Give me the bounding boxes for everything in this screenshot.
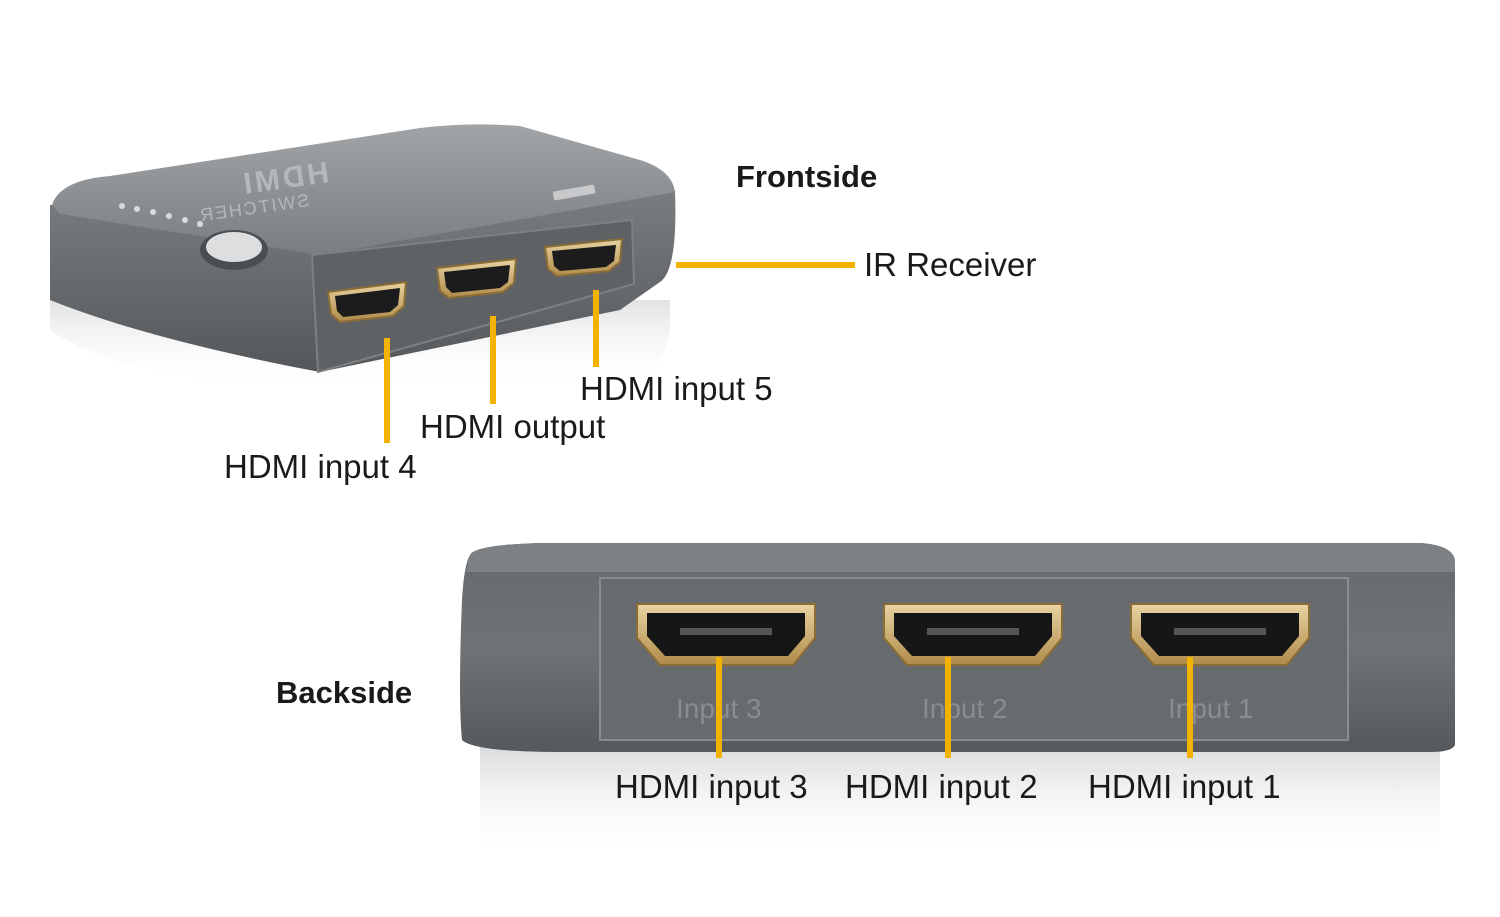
engraving-input-2: Input 2 <box>922 693 1008 724</box>
label-hdmi-input-2: HDMI input 2 <box>845 768 1038 805</box>
label-hdmi-input-1: HDMI input 1 <box>1088 768 1281 805</box>
backside-heading: Backside <box>276 675 412 710</box>
back-hdmi-port-3 <box>636 603 816 666</box>
back-device-reflection <box>480 745 1440 860</box>
back-device: Input 3 Input 2 Input 1 <box>460 543 1455 860</box>
leader-lines <box>384 262 1193 758</box>
back-device-lip <box>466 543 1455 572</box>
front-hdmi-port-4 <box>326 280 408 324</box>
front-device: HDMI SWITCHER <box>50 124 676 390</box>
front-device-top <box>52 124 675 256</box>
brand-plate <box>552 184 596 201</box>
label-hdmi-output: HDMI output <box>420 408 605 445</box>
led-2 <box>134 206 140 212</box>
front-hdmi-port-5 <box>543 237 624 278</box>
led-4 <box>166 213 172 219</box>
back-hdmi-port-1 <box>1130 603 1310 666</box>
led-3 <box>150 209 156 215</box>
select-button <box>200 230 268 270</box>
led-indicators <box>119 203 203 227</box>
front-hdmi-port-output <box>435 257 518 300</box>
back-hdmi-port-2 <box>883 603 1063 666</box>
frontside-heading: Frontside <box>736 159 877 194</box>
label-hdmi-input-4: HDMI input 4 <box>224 448 417 485</box>
led-1 <box>119 203 125 209</box>
led-5 <box>182 217 188 223</box>
engraving-input-1: Input 1 <box>1168 693 1254 724</box>
label-ir-receiver: IR Receiver <box>864 246 1036 283</box>
led-6 <box>197 221 203 227</box>
label-hdmi-input-5: HDMI input 5 <box>580 370 773 407</box>
label-hdmi-input-3: HDMI input 3 <box>615 768 808 805</box>
